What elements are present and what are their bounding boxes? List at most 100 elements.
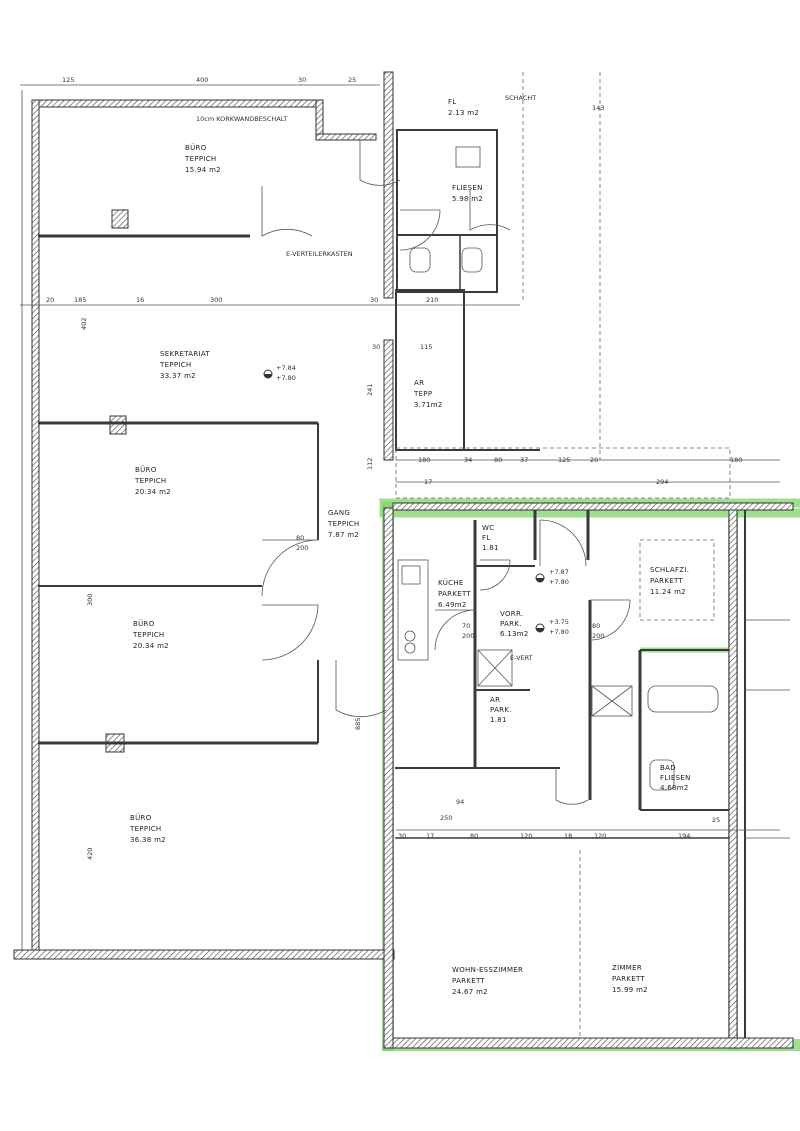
dim-label: 25: [348, 76, 356, 84]
dim-label: 94: [456, 798, 464, 806]
room-floor: TEPP: [413, 390, 432, 398]
room-name: WOHN-ESSZIMMER: [452, 966, 523, 974]
dim-label: 18: [564, 832, 572, 840]
doors: [261, 140, 631, 805]
room-floor: FL: [482, 534, 491, 542]
room-floor: TEPPICH: [132, 631, 164, 639]
dim-label: 80: [494, 456, 502, 464]
dim-label: 125: [62, 76, 74, 84]
dim-label: 37: [520, 456, 528, 464]
room-name: ZIMMER: [612, 964, 642, 972]
room-area: 20.34 m2: [133, 642, 169, 650]
dim-label: 120: [520, 832, 532, 840]
room-area: 15.99 m2: [612, 986, 648, 994]
dim-label: 30: [372, 343, 380, 351]
level-marker: +7.84 +7.80: [263, 364, 296, 382]
level-bottom: +7.80: [549, 628, 569, 636]
dim-label: 25: [712, 816, 720, 824]
room-sekretariat: SEKRETARIAT TEPPICH 33.37 m2: [159, 350, 210, 380]
room-area: 1.81: [490, 716, 507, 724]
room-floor: TEPPICH: [129, 825, 161, 833]
dim-label: 34: [464, 456, 472, 464]
dim-label: 17: [426, 832, 434, 840]
room-area: 7.87 m2: [328, 531, 359, 539]
room-area: 2.13 m2: [448, 109, 479, 117]
dim-label: 112: [366, 458, 374, 470]
level-bottom: +7.80: [549, 578, 569, 586]
room-name: BÜRO: [135, 465, 157, 474]
room-wohn: WOHN-ESSZIMMER PARKETT 24.67 m2: [452, 966, 523, 996]
room-gang: GANG TEPPICH 7.87 m2: [327, 509, 359, 539]
dim-label: 885: [354, 718, 362, 730]
room-area: 36.38 m2: [130, 836, 166, 844]
room-name: KÜCHE: [438, 578, 464, 587]
room-name: BAD: [660, 764, 676, 772]
dim-label: 180: [730, 456, 742, 464]
walls: [13, 71, 794, 1049]
room-name: BÜRO: [185, 143, 207, 152]
room-name: AR: [490, 696, 500, 704]
level-bottom: +7.80: [276, 374, 296, 382]
room-area: 11.24 m2: [650, 588, 686, 596]
room-wc: WC FL 1.81: [482, 524, 498, 552]
room-ar1: AR TEPP 3.71m2: [413, 379, 442, 409]
room-floor: TEPPICH: [159, 361, 191, 369]
room-floor: PARKETT: [438, 590, 471, 598]
dim-label: 30: [398, 832, 406, 840]
dim-label: 30: [298, 76, 306, 84]
room-area: 6.13m2: [500, 630, 529, 638]
room-area: 6.49m2: [438, 601, 467, 609]
room-floor: PARK.: [500, 620, 522, 628]
room-bad: BAD FLIESEN 4.68m2: [660, 764, 690, 792]
room-name: AR: [414, 379, 424, 387]
room-name: BÜRO: [130, 813, 152, 822]
dim-label: 115: [420, 343, 432, 351]
dim-label: 200: [462, 632, 474, 640]
room-name: VORR.: [500, 610, 523, 618]
room-name: GANG: [328, 509, 350, 517]
room-area: 4.68m2: [660, 784, 689, 792]
dim-label: 20: [46, 296, 54, 304]
dim-label: 400: [196, 76, 208, 84]
dim-label: 30: [370, 296, 378, 304]
level-marker: +3.75 +7.80: [535, 618, 569, 636]
room-kueche: KÜCHE PARKETT 6.49m2: [438, 578, 471, 609]
room-zimmer: ZIMMER PARKETT 15.99 m2: [612, 964, 648, 994]
dim-label: 80: [470, 832, 478, 840]
dim-label: 420: [86, 848, 94, 860]
room-labels: BÜRO TEPPICH 15.94 m2 SEKRETARIAT TEPPIC…: [129, 98, 690, 996]
shaft-note: SCHACHT: [505, 94, 536, 102]
room-name: WC: [482, 524, 494, 532]
dim-label: 300: [210, 296, 222, 304]
dimension-labels: 125 400 30 25 143 20 185 16 300 30 210 1…: [46, 76, 742, 860]
room-area: 20.34 m2: [135, 488, 171, 496]
room-buero1: BÜRO TEPPICH 15.94 m2: [184, 143, 221, 174]
room-buero2: BÜRO TEPPICH 20.34 m2: [134, 465, 171, 496]
shaft-note-2: E-VERT: [510, 654, 533, 662]
dim-label: 80: [592, 622, 600, 630]
dim-label: 200: [296, 544, 308, 552]
dim-label: 125: [558, 456, 570, 464]
level-marker: +7.87 +7.80: [535, 568, 569, 586]
room-ar2: AR PARK. 1.81: [490, 696, 512, 724]
room-fliesen: FLIESEN 5.98 m2: [452, 184, 483, 203]
room-area: 5.98 m2: [452, 195, 483, 203]
room-name: SEKRETARIAT: [160, 350, 210, 358]
level-top: +3.75: [549, 618, 569, 626]
dim-label: 300: [86, 594, 94, 606]
dim-label: 20: [590, 456, 598, 464]
room-name: BÜRO: [133, 619, 155, 628]
room-area: 15.94 m2: [185, 166, 221, 174]
level-top: +7.87: [549, 568, 569, 576]
dim-label: 17: [424, 478, 432, 486]
room-buero3: BÜRO TEPPICH 20.34 m2: [132, 619, 169, 650]
room-buero4: BÜRO TEPPICH 36.38 m2: [129, 813, 166, 844]
room-floor: PARK.: [490, 706, 512, 714]
dim-label: 120: [594, 832, 606, 840]
dim-label: 210: [426, 296, 438, 304]
dim-label: 16: [136, 296, 144, 304]
level-markers: +7.84 +7.80 +7.87 +7.80 +3.75 +7.80: [263, 364, 569, 636]
room-floor: TEPPICH: [134, 477, 166, 485]
room-fl: FL 2.13 m2: [448, 98, 479, 117]
